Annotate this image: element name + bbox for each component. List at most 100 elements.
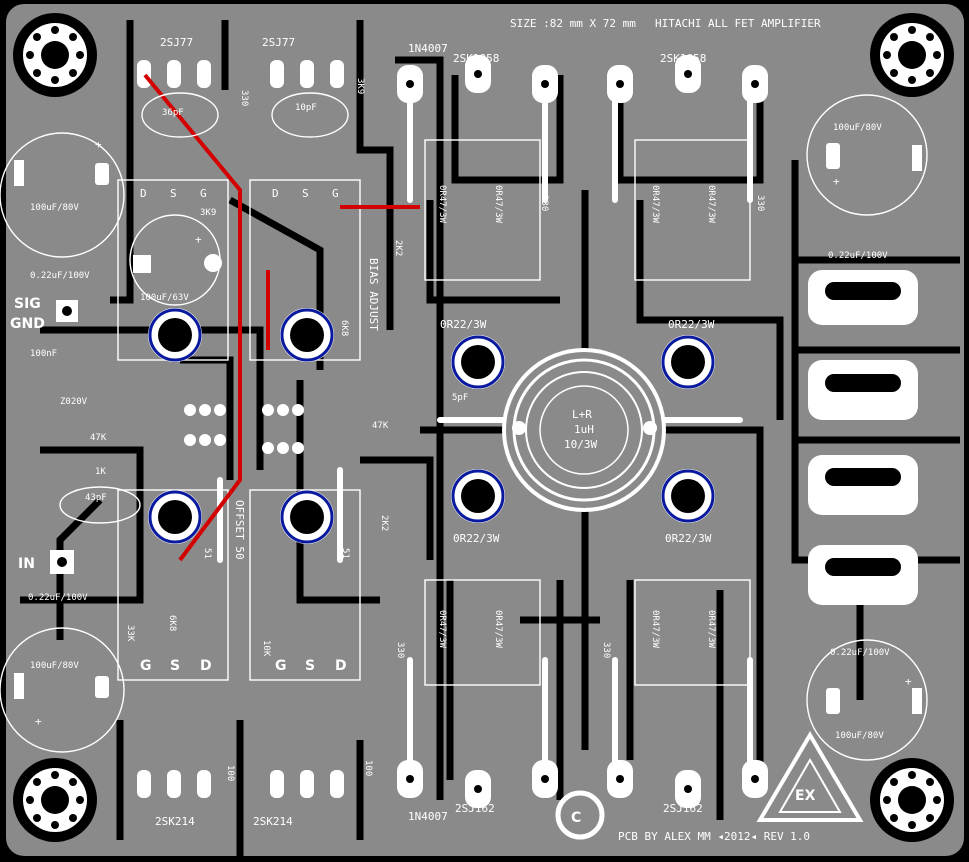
pin-s-1: S	[170, 187, 177, 200]
sig-connector-hole	[62, 306, 72, 316]
pin-d-3: D	[200, 658, 212, 674]
label-offset: OFFSET 50	[233, 500, 246, 560]
label-c36p: 36pF	[162, 108, 184, 118]
label-or47-7: 0R47/3W	[650, 610, 660, 649]
label-q6: 2SJ162	[663, 802, 703, 815]
pin-d-1: D	[140, 187, 147, 200]
label-bias-adjust: BIAS ADJUST	[367, 258, 380, 331]
electrolytic-pads	[14, 143, 922, 714]
cap-outline-100u-bl	[0, 627, 125, 753]
cap-outline-100u-tl	[0, 132, 125, 258]
label-c022-tr: 0.22uF/100V	[828, 251, 888, 261]
label-coil-uh: 1uH	[574, 423, 594, 436]
label-or47-2: 0R47/3W	[493, 185, 503, 224]
label-r51-b: 51	[340, 548, 350, 559]
mount-hole-br	[870, 758, 954, 842]
label-r10k: 10K	[261, 640, 271, 657]
sig-label: SIG	[14, 296, 41, 312]
label-q2: 2SJ77	[262, 36, 295, 49]
power-terminals	[808, 270, 918, 605]
ex-logo-text: EX	[795, 788, 816, 804]
label-r3k9-top: 3K9	[355, 78, 365, 94]
cap-outline-100u-br	[806, 639, 928, 761]
label-c100u-63: 100uF/63V	[140, 293, 189, 303]
label-or47-3: 0R47/3W	[650, 185, 660, 224]
label-c100u-bl: 100uF/80V	[30, 661, 79, 671]
plus-mark-tr: +	[833, 175, 840, 188]
label-r2k2-mid: 2K2	[379, 515, 389, 531]
label-d1-top: 1N4007	[408, 42, 448, 55]
label-or22-bl: 0R22/3W	[453, 532, 500, 545]
label-or47-4: 0R47/3W	[706, 185, 716, 224]
label-r330-bl: 330	[395, 642, 405, 658]
pin-d-2: D	[272, 187, 279, 200]
label-r47k-left: 47K	[90, 433, 107, 443]
out-label: OUT	[848, 398, 881, 414]
mount-hole-tl	[13, 13, 97, 97]
label-or47-1: 0R47/3W	[437, 185, 447, 224]
label-z20v: Z020V	[60, 397, 88, 407]
label-c100n: 100nF	[30, 349, 57, 359]
label-r100-a: 100	[225, 765, 235, 781]
label-c5p: 5pF	[452, 393, 468, 403]
label-or22-tl: 0R22/3W	[440, 318, 487, 331]
gnd-label: GND	[848, 492, 883, 508]
pin-s-2: S	[302, 187, 309, 200]
plus-mark-tl: +	[95, 138, 102, 151]
transistor-mount-holes	[148, 308, 715, 544]
sig-gnd-label: GND	[10, 316, 45, 332]
label-coil-l: L+R	[572, 408, 592, 421]
label-d1-bottom: 1N4007	[408, 810, 448, 823]
label-c022-bl: 0.22uF/100V	[28, 593, 88, 603]
footer-credit: PCB BY ALEX MM ◂2012◂ REV 1.0	[618, 830, 810, 843]
pin-d-4: D	[335, 658, 347, 674]
red-jumpers	[143, 73, 420, 562]
pin-g-4: G	[275, 658, 287, 674]
mount-hole-tr	[870, 13, 954, 97]
size-label: SIZE :82 mm X 72 mm	[510, 17, 636, 30]
ellipse-43pf	[59, 486, 141, 524]
pin-g-3: G	[140, 658, 152, 674]
plus60-label: +60V	[838, 305, 880, 321]
label-c100u-tl: 100uF/80V	[30, 203, 79, 213]
label-c43p: 43pF	[85, 493, 107, 503]
plus-mark-bl: +	[35, 715, 42, 728]
in-connector-hole	[57, 557, 67, 567]
label-or22-br: 0R22/3W	[665, 532, 712, 545]
label-r6k8-top: 6K8	[339, 320, 349, 336]
ellipse-10pf	[271, 92, 349, 138]
label-or47-8: 0R47/3W	[706, 610, 716, 649]
label-r3k9-mid: 3K9	[200, 208, 216, 218]
label-c100u-br: 100uF/80V	[835, 731, 884, 741]
output-coil	[502, 348, 666, 512]
label-r330-right: 330	[755, 195, 765, 211]
label-r330-br: 330	[601, 642, 611, 658]
copyright-letter: C	[571, 810, 581, 826]
label-coil-r: 10/3W	[564, 438, 597, 451]
label-q1: 2SJ77	[160, 36, 193, 49]
label-c100u-tr: 100uF/80V	[833, 123, 882, 133]
label-r6k8-bottom: 6K8	[167, 615, 177, 631]
label-r330-mid: 330	[539, 195, 549, 211]
label-or47-5: 0R47/3W	[437, 610, 447, 649]
label-r33k: 33K	[125, 625, 135, 642]
pin-s-4: S	[305, 658, 315, 674]
ellipse-36pf	[141, 92, 219, 138]
label-c022-tl: 0.22uF/100V	[30, 271, 90, 281]
label-or47-6: 0R47/3W	[493, 610, 503, 649]
label-q3: 2SK1058	[453, 52, 499, 65]
board-title: HITACHI ALL FET AMPLIFIER	[655, 17, 821, 30]
pin-g-1: G	[200, 187, 207, 200]
label-q5: 2SJ162	[455, 802, 495, 815]
pin-s-3: S	[170, 658, 180, 674]
label-or22-tr: 0R22/3W	[668, 318, 715, 331]
label-r330-top: 330	[239, 90, 249, 106]
in-label: IN	[18, 556, 35, 572]
plus-mark-63: +	[195, 233, 202, 246]
pin-g-2: G	[332, 187, 339, 200]
plus-mark-br: +	[905, 675, 912, 688]
label-c022-br: 0.22uF/100V	[830, 648, 890, 658]
label-q4: 2SK1058	[660, 52, 706, 65]
